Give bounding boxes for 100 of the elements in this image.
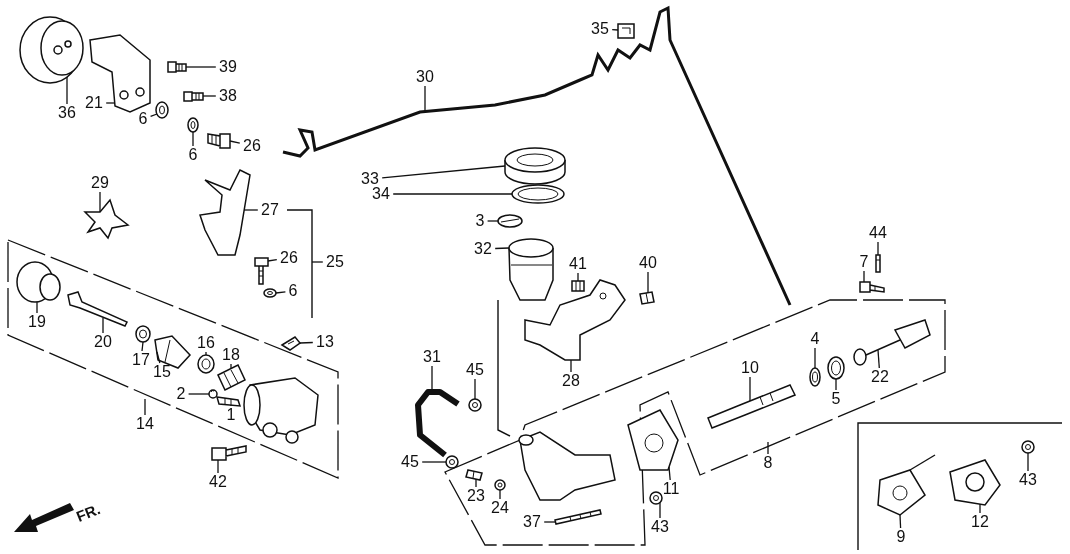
- callout-number: 4: [809, 330, 821, 348]
- callout-number: 13: [315, 333, 335, 351]
- callout-number: 8: [762, 454, 774, 472]
- boot-drawing: [16, 261, 61, 303]
- washer-drawing: [155, 101, 169, 119]
- bolt-drawing: [207, 133, 231, 149]
- piston-rod-drawing: [707, 384, 797, 429]
- callout-number: 40: [638, 254, 658, 272]
- callout-number: 6: [287, 282, 299, 300]
- nut-drawing: [649, 491, 663, 505]
- reservoir-bracket-drawing: [524, 279, 626, 361]
- pulley-drawing: [19, 16, 84, 84]
- leader-line: [102, 317, 104, 334]
- callout-number: 41: [568, 255, 588, 273]
- callout-number: 22: [870, 368, 890, 386]
- pin-drawing: [875, 254, 881, 273]
- callout-number: 31: [422, 348, 442, 366]
- leader-line: [767, 441, 769, 455]
- callout-number: 17: [131, 351, 151, 369]
- leader-line: [877, 241, 879, 256]
- leader-line: [205, 351, 207, 356]
- push-rod-drawing: [67, 291, 129, 327]
- leader-line: [66, 76, 68, 105]
- bleeder-screw-drawing: [465, 469, 483, 481]
- leader-line: [749, 376, 751, 402]
- callout-number: 6: [137, 110, 149, 128]
- callout-number: 16: [196, 334, 216, 352]
- leader-line: [105, 102, 116, 104]
- leader-line: [863, 270, 865, 283]
- ring-drawing: [809, 367, 821, 387]
- leader-line: [381, 165, 506, 179]
- leader-line: [230, 404, 232, 407]
- bolt-drawing: [859, 281, 885, 293]
- reservoir-cap-drawing: [504, 147, 566, 185]
- leader-line: [659, 501, 661, 519]
- callout-number: 9: [895, 528, 907, 546]
- leader-line: [243, 209, 259, 211]
- direction-label: FR.: [73, 500, 103, 525]
- leader-line: [668, 466, 671, 481]
- leader-line: [275, 291, 287, 294]
- leader-line: [99, 191, 101, 213]
- callout-number: 39: [218, 58, 238, 76]
- callout-number: 43: [650, 518, 670, 536]
- callout-number: 26: [242, 137, 262, 155]
- callout-number: 45: [400, 453, 420, 471]
- leader-line: [421, 461, 447, 463]
- callout-number: 18: [221, 346, 241, 364]
- bolt-drawing: [211, 445, 247, 461]
- ball-drawing: [208, 389, 218, 399]
- callout-number: 35: [590, 20, 610, 38]
- leader-line: [156, 351, 161, 364]
- leader-line: [835, 378, 837, 391]
- clip-drawing: [280, 336, 302, 351]
- leader-line: [299, 341, 314, 344]
- leader-line: [230, 363, 232, 370]
- gasket-drawing: [949, 459, 1001, 506]
- leader-line: [877, 349, 880, 369]
- leader-line: [192, 131, 194, 147]
- callout-number: 37: [522, 513, 542, 531]
- leader-line: [475, 478, 477, 488]
- gasket-drawing: [627, 409, 679, 471]
- leader-line: [570, 359, 572, 373]
- spring-drawing: [217, 364, 246, 391]
- callout-number: 19: [27, 313, 47, 331]
- callout-number: 30: [415, 68, 435, 86]
- gasket-drawing: [877, 454, 936, 516]
- callout-number: 34: [371, 185, 391, 203]
- callout-number: 5: [830, 390, 842, 408]
- clip-drawing: [83, 198, 130, 240]
- callout-number: 27: [260, 201, 280, 219]
- callout-number: 3: [474, 212, 486, 230]
- callout-number: 25: [325, 253, 345, 271]
- callout-number: 38: [218, 87, 238, 105]
- bolt-drawing: [254, 257, 269, 285]
- leader-line: [474, 378, 476, 400]
- callout-number: 32: [473, 240, 493, 258]
- seal-drawing: [197, 354, 215, 374]
- washer-drawing: [187, 117, 199, 133]
- callout-number: 7: [858, 253, 870, 271]
- callout-number: 44: [868, 224, 888, 242]
- callout-number: 1: [225, 406, 237, 424]
- leader-line: [486, 220, 499, 222]
- callout-number: 24: [490, 499, 510, 517]
- callout-number: 26: [279, 249, 299, 267]
- callout-number: 14: [135, 415, 155, 433]
- callout-number: 20: [93, 333, 113, 351]
- leader-line: [611, 29, 619, 31]
- seal-drawing: [827, 356, 845, 380]
- callout-number: 36: [57, 104, 77, 122]
- callout-number: 2: [175, 385, 187, 403]
- push-rod-drawing: [853, 319, 931, 366]
- leader-line: [647, 271, 649, 294]
- bleeder-screw-drawing: [215, 396, 242, 407]
- leader-line: [1027, 452, 1029, 472]
- leader-line: [185, 66, 217, 68]
- callout-number: 29: [90, 174, 110, 192]
- callout-number: 11: [661, 480, 681, 498]
- leader-line: [431, 365, 433, 390]
- reservoir-drawing: [508, 238, 554, 301]
- leader-line: [899, 514, 902, 529]
